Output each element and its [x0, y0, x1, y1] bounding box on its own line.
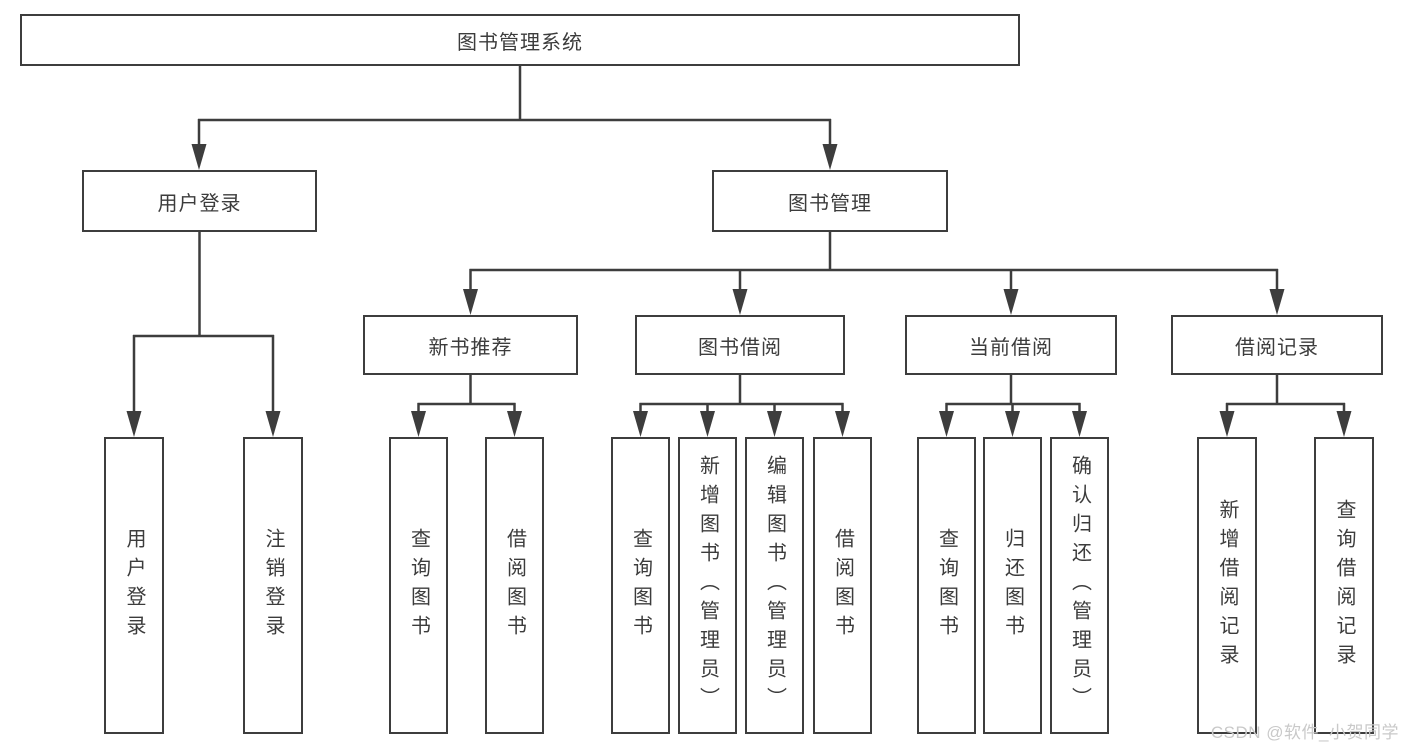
leaf-borrow-books-borrow: 借阅图书: [813, 437, 872, 734]
leaf-label: 借阅图书: [831, 527, 854, 644]
node-borrow-records: 借阅记录: [1171, 315, 1383, 375]
leaf-label: 用户登录: [123, 527, 145, 644]
node-root: 图书管理系统: [20, 14, 1020, 66]
leaf-query-books-borrow: 查询图书: [611, 437, 670, 734]
leaf-borrow-books-recommend: 借阅图书: [485, 437, 544, 734]
leaf-add-borrow-record: 新增借阅记录: [1197, 437, 1257, 734]
node-book-borrow: 图书借阅: [635, 315, 845, 375]
leaf-add-book-admin: 新增图书（管理员）: [678, 437, 737, 734]
leaf-label: 确认归还（管理员）: [1068, 455, 1091, 716]
leaf-label: 查询借阅记录: [1333, 498, 1355, 673]
leaf-query-books-current: 查询图书: [917, 437, 976, 734]
leaf-edit-book-admin: 编辑图书（管理员）: [745, 437, 804, 734]
node-book-management: 图书管理: [712, 170, 948, 232]
node-user-login: 用户登录: [82, 170, 317, 232]
leaf-user-login: 用户登录: [104, 437, 164, 734]
leaf-label: 查询图书: [935, 527, 958, 644]
leaf-query-books-recommend: 查询图书: [389, 437, 448, 734]
leaf-label: 新增图书（管理员）: [696, 455, 719, 716]
node-new-book-recommend: 新书推荐: [363, 315, 578, 375]
leaf-return-book: 归还图书: [983, 437, 1042, 734]
leaf-label: 新增借阅记录: [1216, 498, 1238, 673]
leaf-label: 借阅图书: [503, 527, 526, 644]
leaf-label: 查询图书: [407, 527, 430, 644]
csdn-watermark: CSDN @软件_小贺同学: [1210, 723, 1399, 742]
leaf-query-borrow-record: 查询借阅记录: [1314, 437, 1374, 734]
node-current-borrow: 当前借阅: [905, 315, 1117, 375]
leaf-label: 编辑图书（管理员）: [763, 455, 786, 716]
leaf-label: 查询图书: [629, 527, 652, 644]
leaf-logout: 注销登录: [243, 437, 303, 734]
leaf-label: 注销登录: [262, 527, 284, 644]
leaf-confirm-return-admin: 确认归还（管理员）: [1050, 437, 1109, 734]
leaf-label: 归还图书: [1001, 527, 1024, 644]
